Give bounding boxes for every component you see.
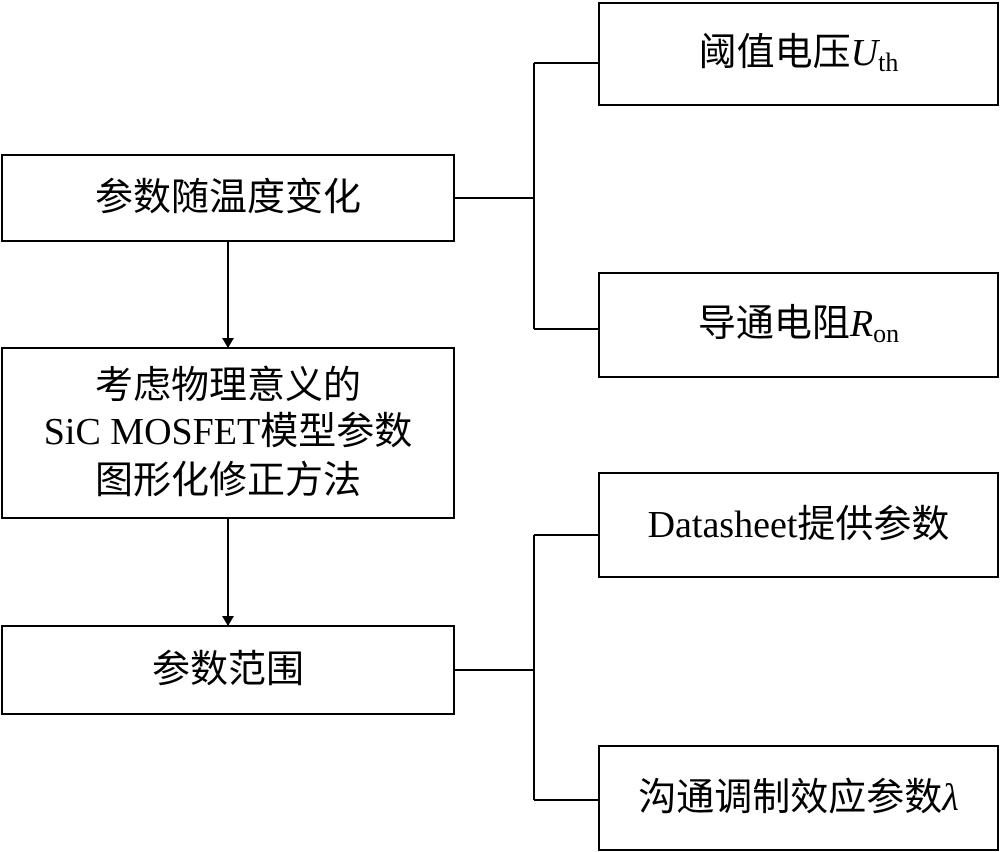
bracket-top bbox=[455, 62, 598, 330]
correction-method-line-2: SiC MOSFET模型参数 bbox=[43, 411, 413, 454]
channel-modulation-box: 沟通调制效应参数λ bbox=[598, 745, 999, 851]
temp-variation-box: 参数随温度变化 bbox=[1, 154, 455, 242]
channel-modulation-label: 沟通调制效应参数λ bbox=[638, 774, 959, 819]
bracket-bottom bbox=[455, 534, 598, 801]
correction-method-box: 考虑物理意义的 SiC MOSFET模型参数 图形化修正方法 bbox=[1, 347, 455, 519]
datasheet-params-box: Datasheet提供参数 bbox=[598, 472, 999, 578]
threshold-voltage-box: 阈值电压Uth bbox=[598, 2, 999, 106]
threshold-voltage-label: 阈值电压Uth bbox=[698, 29, 899, 77]
parameter-range-label: 参数范围 bbox=[151, 647, 304, 692]
correction-method-line-3: 图形化修正方法 bbox=[94, 457, 361, 502]
parameter-range-box: 参数范围 bbox=[1, 625, 455, 715]
on-resistance-label: 导通电阻Ron bbox=[697, 300, 900, 348]
temp-variation-label: 参数随温度变化 bbox=[94, 175, 361, 220]
datasheet-params-label: Datasheet提供参数 bbox=[647, 501, 950, 546]
correction-method-line-1: 考虑物理意义的 bbox=[94, 362, 361, 407]
on-resistance-box: 导通电阻Ron bbox=[598, 272, 999, 378]
